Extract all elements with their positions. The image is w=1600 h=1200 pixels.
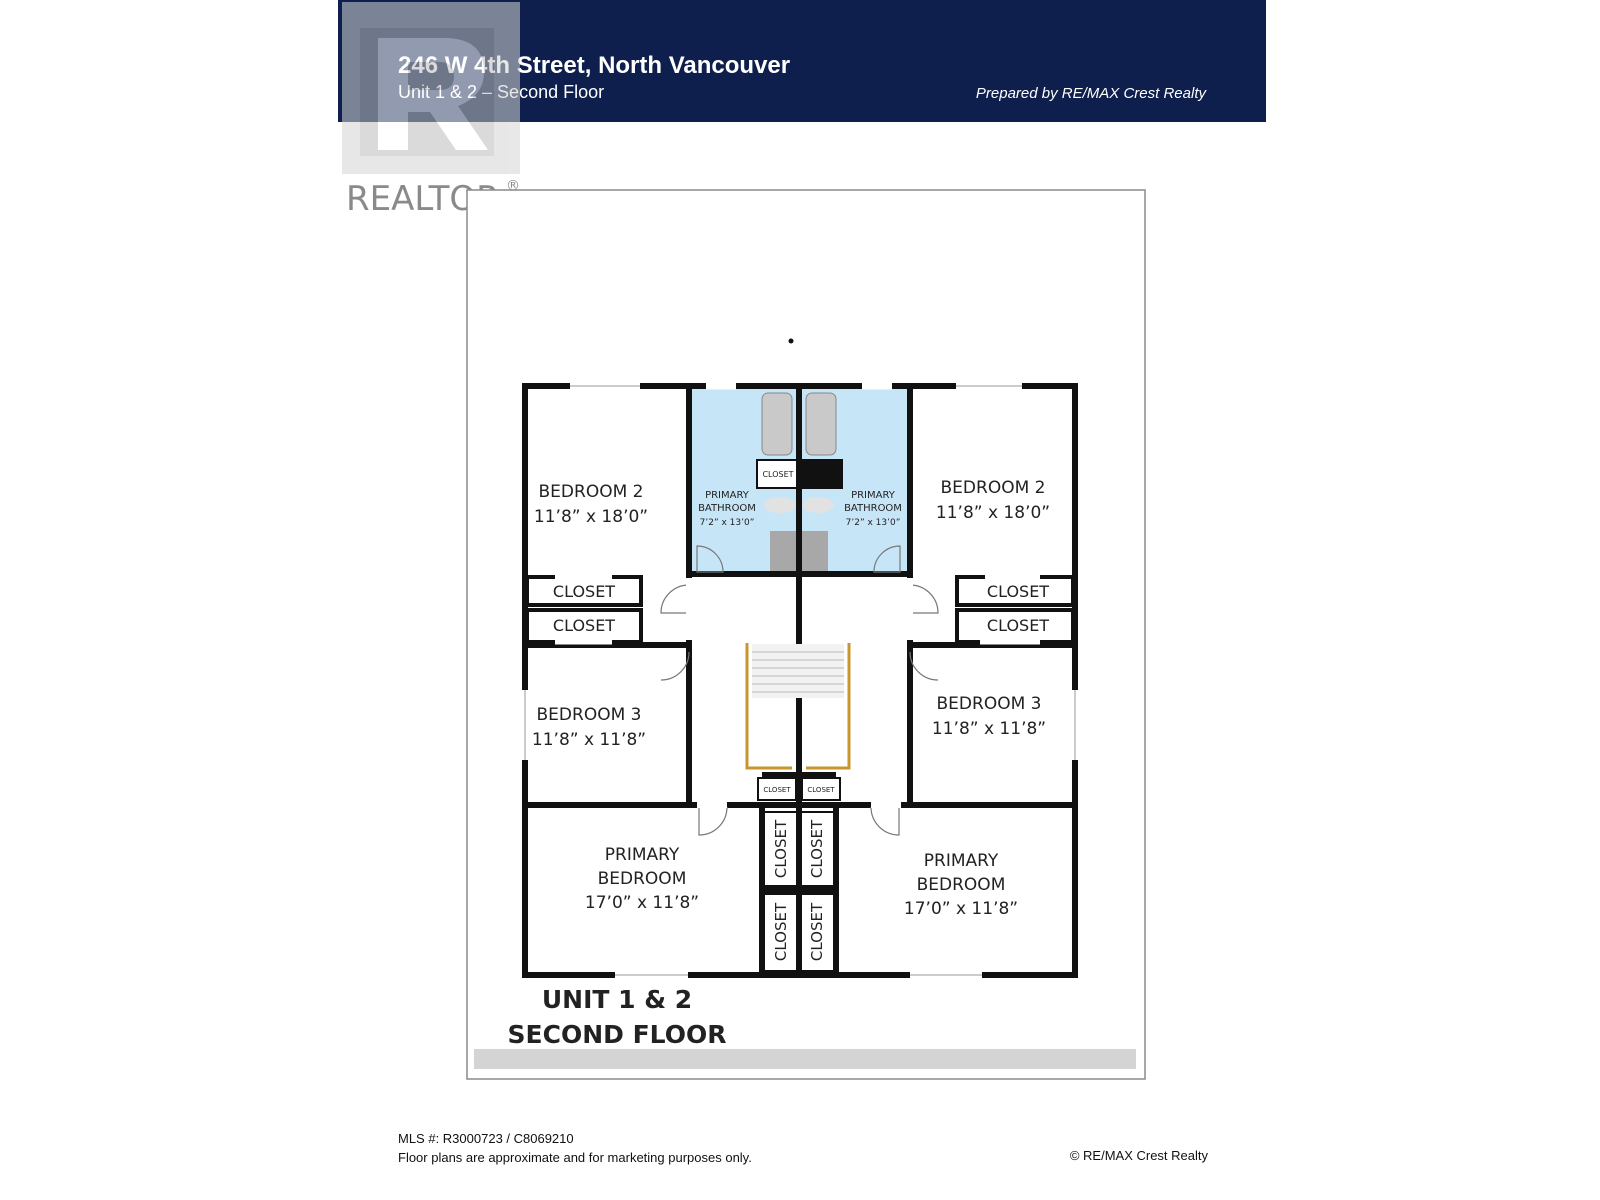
bedroom3-left-size: 11’8” x 11’8” xyxy=(532,730,646,750)
stair-railing xyxy=(745,643,851,770)
primary-right-size: 17’0” x 11’8” xyxy=(904,899,1018,919)
disclaimer-text: Floor plans are approximate and for mark… xyxy=(398,1150,752,1165)
bath-right-line2: BATHROOM xyxy=(844,503,902,514)
primary-left-line1: PRIMARY xyxy=(605,845,680,865)
vertical-closets xyxy=(763,811,835,972)
bath-closet-label: CLOSET xyxy=(762,470,793,479)
door-gaps xyxy=(686,582,913,808)
vertical-closet-2: CLOSET xyxy=(808,819,826,878)
bathtub-left xyxy=(761,392,793,456)
bath-right-size: 7’2” x 13’0” xyxy=(846,518,901,528)
bath-left-size: 7’2” x 13’0” xyxy=(700,518,755,528)
toilet-right xyxy=(802,497,834,513)
plan-dot xyxy=(788,338,794,344)
closet-right-2: CLOSET xyxy=(987,616,1049,635)
bath-left-line2: BATHROOM xyxy=(698,503,756,514)
primary-left-size: 17’0” x 11’8” xyxy=(585,893,699,913)
bedroom3-right-size: 11’8” x 11’8” xyxy=(932,719,1046,739)
vertical-closet-1: CLOSET xyxy=(772,819,790,878)
bedroom2-right-name: BEDROOM 2 xyxy=(941,478,1046,498)
side-closets xyxy=(525,575,1075,644)
stair-closets xyxy=(757,777,841,801)
door-swings xyxy=(660,545,939,836)
bedroom2-left-size: 11’8” x 18’0” xyxy=(534,507,648,527)
realtor-logo: REALTOR ® xyxy=(342,2,520,216)
stair-closet-right: CLOSET xyxy=(807,786,835,794)
staircase xyxy=(745,643,851,770)
bedroom3-left-name: BEDROOM 3 xyxy=(537,705,642,725)
room-labels: BEDROOM 2 11’8” x 18’0” BEDROOM 2 11’8” … xyxy=(532,470,1050,961)
unit-label: UNIT 1 & 2 SECOND FLOOR xyxy=(508,985,727,1049)
bedroom2-right-size: 11’8” x 18’0” xyxy=(936,503,1050,523)
bathtub-right xyxy=(805,392,837,456)
mls-number: MLS #: R3000723 / C8069210 xyxy=(398,1131,574,1146)
closet-left-2: CLOSET xyxy=(553,616,615,635)
bath-closet-wall xyxy=(799,459,843,489)
toilet-left xyxy=(764,497,796,513)
primary-right-line2: BEDROOM xyxy=(917,875,1006,895)
unit-label-line2: SECOND FLOOR xyxy=(508,1020,727,1049)
copyright-text: © RE/MAX Crest Realty xyxy=(1069,1148,1208,1163)
prepared-by-text: Prepared by RE/MAX Crest Realty xyxy=(975,85,1206,102)
bath-left-line1: PRIMARY xyxy=(705,490,750,501)
bedroom3-right-name: BEDROOM 3 xyxy=(937,694,1042,714)
closet-left-1: CLOSET xyxy=(553,582,615,601)
primary-right-line1: PRIMARY xyxy=(924,851,999,871)
unit-label-line1: UNIT 1 & 2 xyxy=(542,985,692,1014)
footer-info: MLS #: R3000723 / C8069210 Floor plans a… xyxy=(398,1129,752,1167)
closet-right-1: CLOSET xyxy=(987,582,1049,601)
closet-door-gaps xyxy=(555,574,1040,645)
bedroom2-left-name: BEDROOM 2 xyxy=(539,482,644,502)
bath-right-line1: PRIMARY xyxy=(851,490,896,501)
window-lines xyxy=(524,385,1076,976)
vertical-closet-4: CLOSET xyxy=(808,902,826,961)
vertical-closet-3: CLOSET xyxy=(772,902,790,961)
realtor-r-logo-icon xyxy=(342,2,520,174)
stair-closet-left: CLOSET xyxy=(763,786,791,794)
primary-left-line2: BEDROOM xyxy=(598,869,687,889)
sheet-bottom-bar xyxy=(474,1049,1136,1069)
